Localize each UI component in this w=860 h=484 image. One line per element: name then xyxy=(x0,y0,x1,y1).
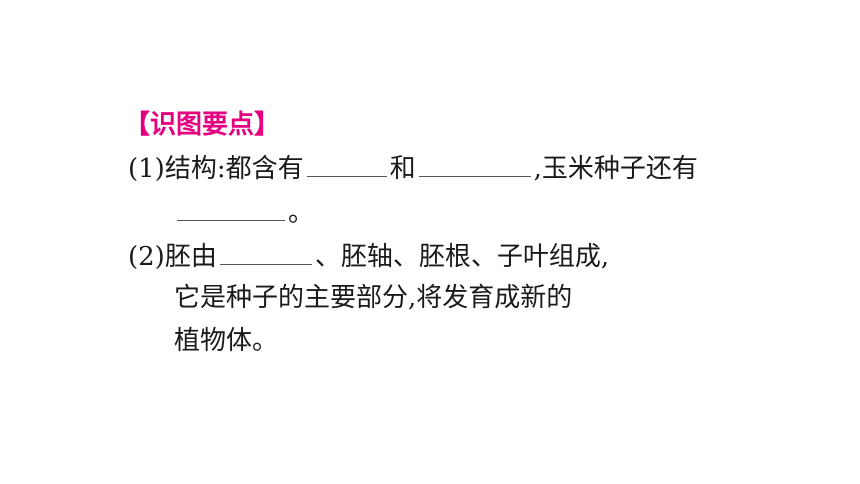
item-2-text-part-1: 胚由 xyxy=(164,242,217,272)
item-1-number: (1) xyxy=(128,154,165,184)
section-heading: 【识图要点】 xyxy=(124,110,281,140)
item-2-text-part-2: 、胚轴、胚根、子叶组成, xyxy=(314,242,610,272)
item-1-text-part-1: 结构:都含有 xyxy=(164,154,304,184)
item-1-text-part-2: 和 xyxy=(389,154,416,184)
item-2-number: (2) xyxy=(128,242,165,272)
item-1-line-2: 。 xyxy=(174,194,314,230)
item-2-line-2: 它是种子的主要部分,将发育成新的 xyxy=(174,283,573,313)
item-1-line-1: (1)结构:都含有 和 ,玉米种子还有 xyxy=(128,150,698,186)
answer-blank-2[interactable] xyxy=(418,150,531,177)
answer-blank-3[interactable] xyxy=(177,194,285,221)
item-1-text-part-3: ,玉米种子还有 xyxy=(533,154,698,184)
answer-blank-1[interactable] xyxy=(306,150,387,177)
item-2-line-3: 植物体。 xyxy=(174,326,279,356)
answer-blank-4[interactable] xyxy=(219,238,312,265)
item-1-line-2-end: 。 xyxy=(288,198,315,228)
item-2-line-1: (2)胚由 、胚轴、胚根、子叶组成, xyxy=(128,238,609,274)
